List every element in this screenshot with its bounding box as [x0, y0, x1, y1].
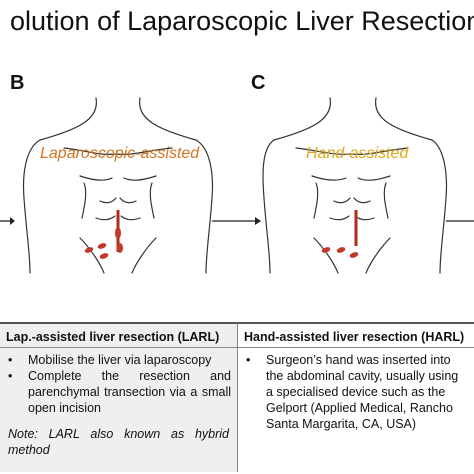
torso-b: [22, 97, 214, 274]
technique-label-hand-assisted: Hand-assisted: [306, 145, 409, 162]
harl-bullet-1: Surgeon’s hand was inserted into the abd…: [266, 353, 459, 431]
figure-title-text: olution of Laparoscopic Liver Resection: [10, 6, 474, 36]
comparison-table: Lap.-assisted liver resection (LARL) • M…: [0, 322, 474, 472]
panel-letter-b: B: [10, 72, 25, 94]
figure-title: olution of Laparoscopic Liver Resection: [0, 4, 474, 38]
torso-illustrations: [0, 97, 474, 274]
harl-heading: Hand-assisted liver resection (HARL): [238, 324, 474, 348]
panel-letter-c: C: [251, 72, 266, 94]
larl-cell: Lap.-assisted liver resection (LARL) • M…: [0, 322, 238, 472]
larl-heading: Lap.-assisted liver resection (LARL): [0, 324, 237, 348]
larl-bullet-2: Complete the resection and parenchymal t…: [28, 369, 231, 415]
torso-c: [262, 97, 448, 274]
bullet-marker: •: [8, 369, 13, 383]
larl-bullet-1: Mobilise the liver via laparoscopy: [28, 353, 212, 367]
list-item: • Mobilise the liver via laparoscopy: [6, 352, 231, 368]
list-item: • Surgeon’s hand was inserted into the a…: [244, 352, 468, 432]
arrow-left-in: [0, 217, 15, 225]
harl-cell: Hand-assisted liver resection (HARL) • S…: [238, 322, 474, 472]
arrow-b-to-c: [212, 217, 261, 225]
harl-bullet-list: • Surgeon’s hand was inserted into the a…: [238, 352, 474, 432]
bullet-marker: •: [246, 353, 251, 367]
incisions-c: [321, 210, 359, 258]
larl-note: Note: LARL also known as hybrid method: [8, 427, 229, 457]
list-item: • Complete the resection and parenchymal…: [6, 368, 231, 416]
larl-bullet-list: • Mobilise the liver via laparoscopy • C…: [0, 352, 237, 416]
technique-label-laparoscopic-assisted: Laparoscopic-assisted: [40, 145, 200, 162]
bullet-marker: •: [8, 353, 13, 367]
incisions-b: [84, 210, 123, 259]
